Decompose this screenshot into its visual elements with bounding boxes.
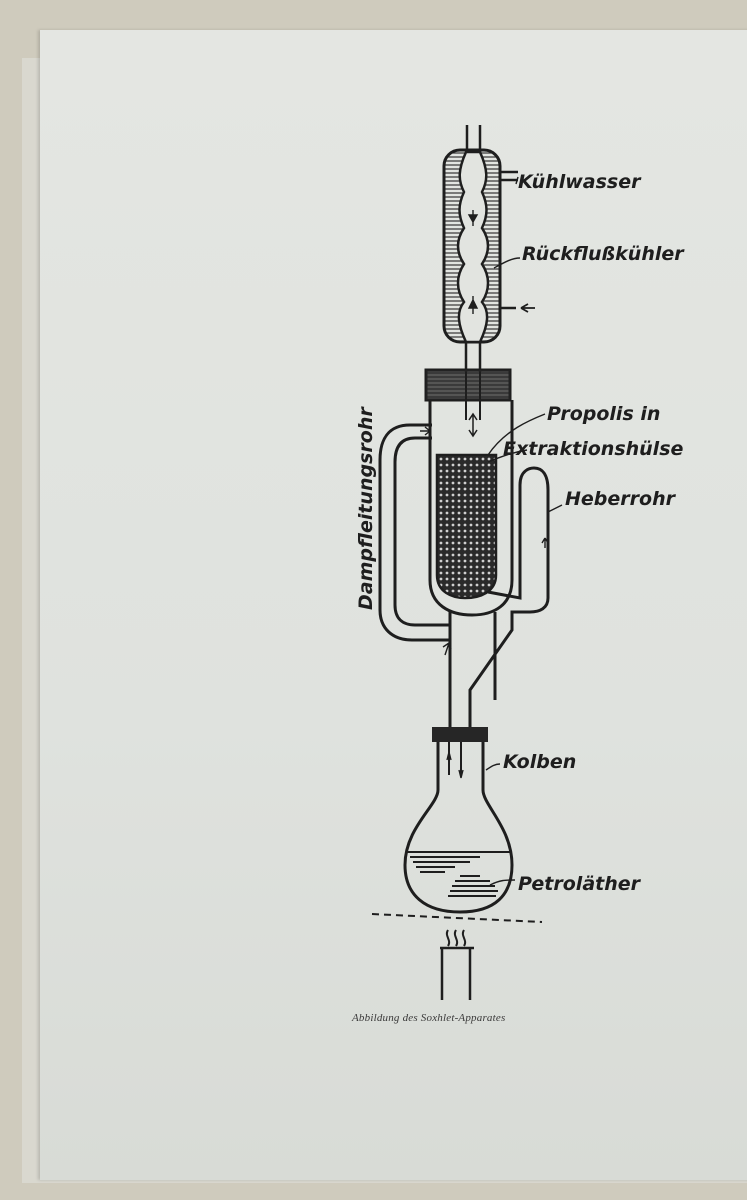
flask <box>403 727 514 914</box>
label-rueckflusskuehler: Rückflußkühler <box>522 243 685 265</box>
label-extraktionshuelse: Extraktionshülse <box>503 438 684 460</box>
leader-lines <box>485 176 563 886</box>
liquid-hatching <box>410 856 498 897</box>
siphon-tube <box>468 466 550 740</box>
label-kolben: Kolben <box>503 751 576 773</box>
label-kuehlwasser: Kühlwasser <box>518 171 642 193</box>
label-dampfleitungsrohr: Dampfleitungsrohr <box>355 406 377 610</box>
vapour-tube <box>378 423 452 656</box>
label-heberrohr: Heberrohr <box>565 488 677 510</box>
extractor-body <box>424 368 514 728</box>
label-petrolaether: Petroläther <box>518 873 642 895</box>
figure-caption: Abbildung des Soxhlet-Apparates <box>352 1012 506 1024</box>
label-propolis: Propolis in <box>547 403 660 425</box>
reflux-condenser <box>442 125 535 372</box>
heat-source <box>371 913 543 1000</box>
